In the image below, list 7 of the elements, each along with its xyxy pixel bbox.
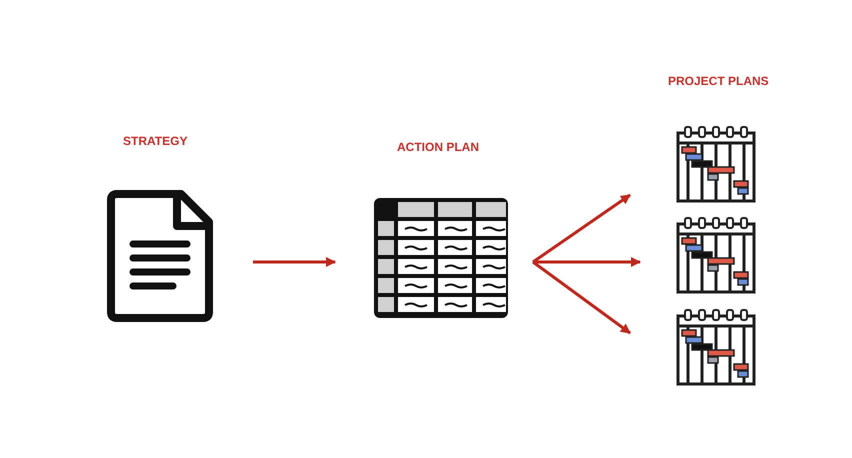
section-heading: STRATEGY: [123, 134, 188, 148]
arrow: [533, 257, 641, 267]
section-heading: PROJECT PLANS: [668, 74, 769, 88]
arrow: [532, 194, 631, 264]
arrow: [253, 257, 336, 267]
arrow: [532, 260, 631, 334]
section-heading: ACTION PLAN: [397, 140, 479, 154]
